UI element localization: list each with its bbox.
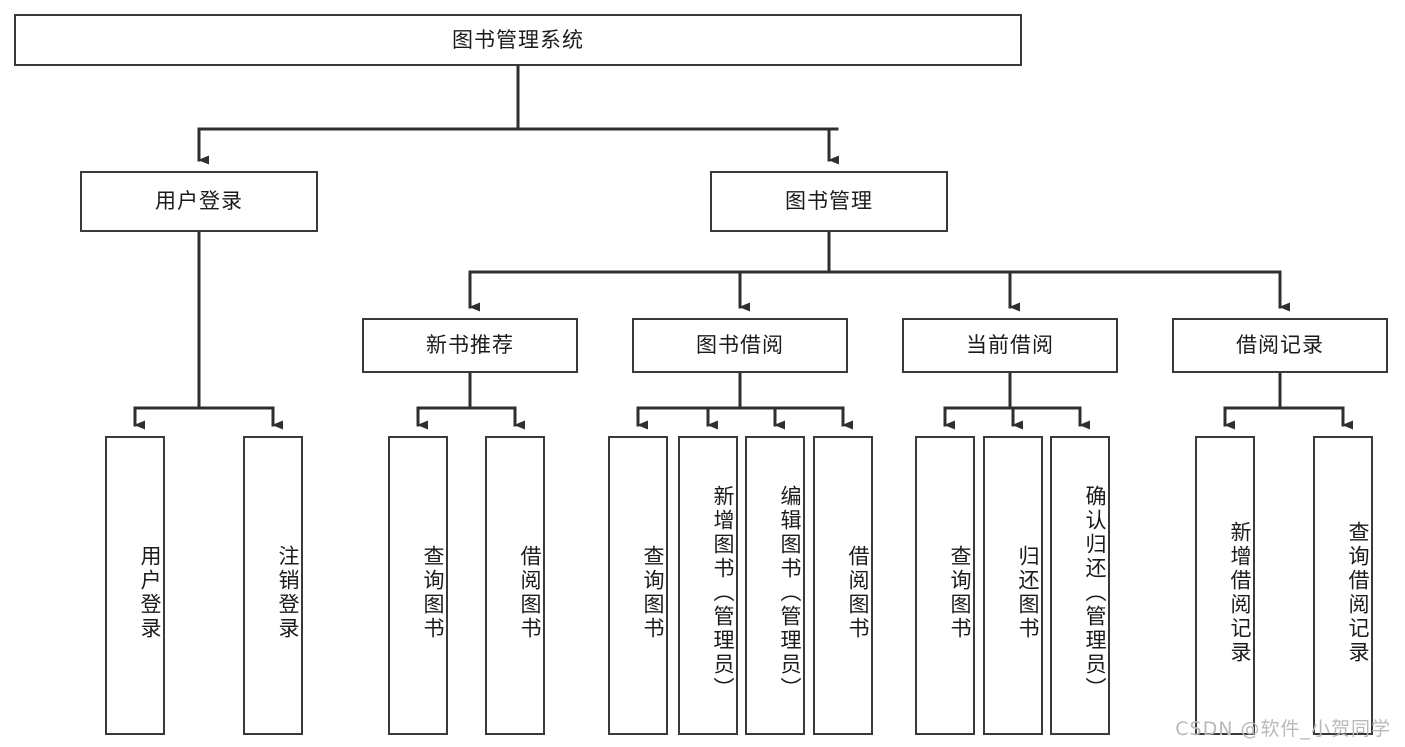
node-leaf-query-borrow-record-label: 查询借阅记录: [1346, 520, 1370, 665]
node-leaf-return-book[interactable]: 归还图书: [983, 436, 1043, 735]
node-leaf-query-book-borrow-label: 查询图书: [641, 544, 665, 641]
node-current-borrow-label: 当前借阅: [966, 333, 1054, 358]
node-current-borrow[interactable]: 当前借阅: [902, 318, 1118, 373]
node-leaf-borrow-book[interactable]: 借阅图书: [813, 436, 873, 735]
node-leaf-logout-label: 注销登录: [276, 544, 300, 641]
node-leaf-confirm-return[interactable]: 确认归还（管理员）: [1050, 436, 1110, 735]
node-leaf-borrow-book-label: 借阅图书: [846, 544, 870, 641]
node-book-borrow[interactable]: 图书借阅: [632, 318, 848, 373]
node-leaf-user-login-label: 用户登录: [138, 544, 162, 641]
node-leaf-return-book-label: 归还图书: [1016, 544, 1040, 641]
node-leaf-edit-book-label: 编辑图书（管理员）: [778, 484, 802, 701]
node-new-book-recommend[interactable]: 新书推荐: [362, 318, 578, 373]
node-leaf-query-book-current[interactable]: 查询图书: [915, 436, 975, 735]
node-user-login-label: 用户登录: [155, 189, 243, 214]
node-leaf-add-book[interactable]: 新增图书（管理员）: [678, 436, 738, 735]
node-leaf-confirm-return-label: 确认归还（管理员）: [1083, 484, 1107, 701]
node-book-borrow-label: 图书借阅: [696, 333, 784, 358]
node-leaf-query-book-recommend-label: 查询图书: [421, 544, 445, 641]
node-leaf-query-borrow-record[interactable]: 查询借阅记录: [1313, 436, 1373, 735]
node-root[interactable]: 图书管理系统: [14, 14, 1022, 66]
node-root-label: 图书管理系统: [452, 27, 584, 52]
node-leaf-logout[interactable]: 注销登录: [243, 436, 303, 735]
node-leaf-query-book-borrow[interactable]: 查询图书: [608, 436, 668, 735]
node-leaf-borrow-book-recommend-label: 借阅图书: [518, 544, 542, 641]
node-borrow-record-label: 借阅记录: [1236, 333, 1324, 358]
node-book-management-label: 图书管理: [785, 189, 873, 214]
node-borrow-record[interactable]: 借阅记录: [1172, 318, 1388, 373]
node-leaf-query-book-recommend[interactable]: 查询图书: [388, 436, 448, 735]
node-leaf-query-book-current-label: 查询图书: [948, 544, 972, 641]
node-leaf-user-login[interactable]: 用户登录: [105, 436, 165, 735]
watermark-text: CSDN @软件_小贺同学: [1175, 718, 1391, 740]
node-leaf-borrow-book-recommend[interactable]: 借阅图书: [485, 436, 545, 735]
node-user-login[interactable]: 用户登录: [80, 171, 318, 232]
node-leaf-edit-book[interactable]: 编辑图书（管理员）: [745, 436, 805, 735]
node-leaf-add-borrow-record-label: 新增借阅记录: [1228, 520, 1252, 665]
node-new-book-recommend-label: 新书推荐: [426, 333, 514, 358]
node-leaf-add-book-label: 新增图书（管理员）: [711, 484, 735, 701]
node-book-management[interactable]: 图书管理: [710, 171, 948, 232]
node-leaf-add-borrow-record[interactable]: 新增借阅记录: [1195, 436, 1255, 735]
